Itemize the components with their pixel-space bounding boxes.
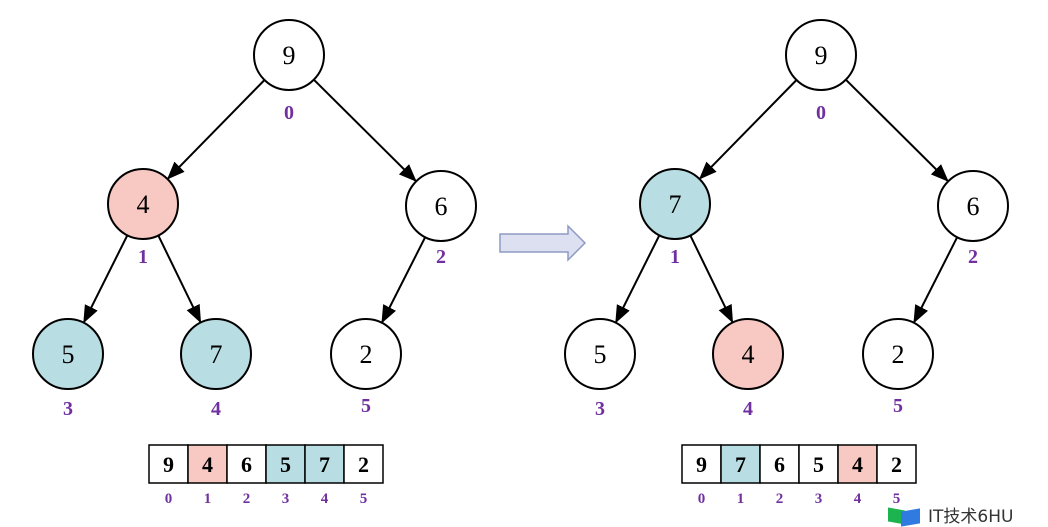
tree-node-index: 1 — [138, 246, 148, 268]
tree-node-value: 7 — [669, 190, 682, 219]
array-cell-value: 6 — [774, 452, 785, 477]
array-cell-value: 2 — [891, 452, 902, 477]
tree-edge — [913, 236, 959, 324]
tree-node-value: 6 — [435, 192, 448, 221]
array-cell-value: 4 — [202, 452, 213, 477]
tree-node-index: 2 — [968, 246, 978, 268]
tree-node — [253, 19, 325, 91]
tree-node — [330, 318, 402, 390]
tree-node-value: 5 — [62, 340, 75, 369]
tree-edge — [313, 78, 417, 182]
tree-node — [639, 168, 711, 240]
tree-node — [405, 170, 477, 242]
tree-node — [937, 170, 1009, 242]
watermark: IT技术6HU — [888, 507, 1013, 527]
tree-node-index: 4 — [211, 398, 221, 420]
tree-node-value: 9 — [815, 41, 828, 70]
tree-node-index: 1 — [670, 246, 680, 268]
tree-edge — [166, 79, 266, 180]
array-index: 4 — [854, 491, 862, 507]
tree-edge — [845, 78, 949, 182]
tree-edge — [381, 236, 427, 324]
array-cell-value: 5 — [813, 452, 824, 477]
tree-node — [712, 318, 784, 390]
watermark-text: IT技术6HU — [928, 507, 1014, 527]
tree-node — [107, 168, 179, 240]
array-index: 4 — [321, 491, 329, 507]
array-cell-value: 7 — [319, 452, 330, 477]
tree-edge — [157, 235, 202, 324]
array-cell-value: 9 — [696, 452, 707, 477]
array-index: 3 — [282, 491, 290, 507]
tree-node-index: 0 — [284, 102, 294, 124]
tree-node-index: 4 — [743, 398, 753, 420]
array-cell — [759, 444, 800, 484]
tree-node — [32, 318, 104, 390]
array-cell — [187, 444, 228, 484]
array-cell-value: 2 — [358, 452, 369, 477]
tree-node-value: 7 — [210, 340, 223, 369]
transition-arrow — [499, 224, 587, 262]
array-index: 1 — [737, 491, 745, 507]
tree-node — [180, 318, 252, 390]
tree-node-index: 0 — [816, 102, 826, 124]
tree-edge — [615, 234, 661, 324]
tree-node-index: 5 — [361, 395, 371, 417]
array-cell-value: 5 — [280, 452, 291, 477]
array-index: 5 — [360, 491, 368, 507]
array-index: 0 — [165, 491, 173, 507]
tree-node-index: 5 — [893, 395, 903, 417]
array-index: 0 — [698, 491, 706, 507]
array-cell — [876, 444, 917, 484]
tree-node-index: 3 — [595, 398, 605, 420]
array-cell — [720, 444, 761, 484]
tree-node-value: 4 — [742, 340, 755, 369]
array-index: 2 — [776, 491, 784, 507]
tree-node — [862, 318, 934, 390]
tree-node-value: 4 — [137, 190, 150, 219]
array-cell-value: 6 — [241, 452, 252, 477]
tree-node-index: 3 — [63, 398, 73, 420]
tree-node-value: 5 — [594, 340, 607, 369]
array-cell — [265, 444, 306, 484]
tree-node — [564, 318, 636, 390]
tree-node-value: 6 — [967, 192, 980, 221]
array-index: 2 — [243, 491, 251, 507]
array-index: 3 — [815, 491, 823, 507]
array-cell-value: 9 — [163, 452, 174, 477]
array-index: 5 — [893, 491, 901, 507]
tree-node-value: 9 — [283, 41, 296, 70]
tree-node-value: 2 — [360, 340, 373, 369]
array-cell-value: 7 — [735, 452, 746, 477]
array-cell — [798, 444, 839, 484]
watermark-logo-icon — [888, 507, 922, 527]
tree-node-index: 2 — [436, 246, 446, 268]
tree-edge — [689, 235, 734, 324]
tree-node — [785, 19, 857, 91]
array-cell — [343, 444, 384, 484]
array-index: 1 — [204, 491, 212, 507]
tree-edge — [698, 79, 798, 180]
tree-edge — [83, 234, 129, 324]
array-cell — [837, 444, 878, 484]
array-cell-value: 4 — [852, 452, 863, 477]
tree-node-value: 2 — [892, 340, 905, 369]
